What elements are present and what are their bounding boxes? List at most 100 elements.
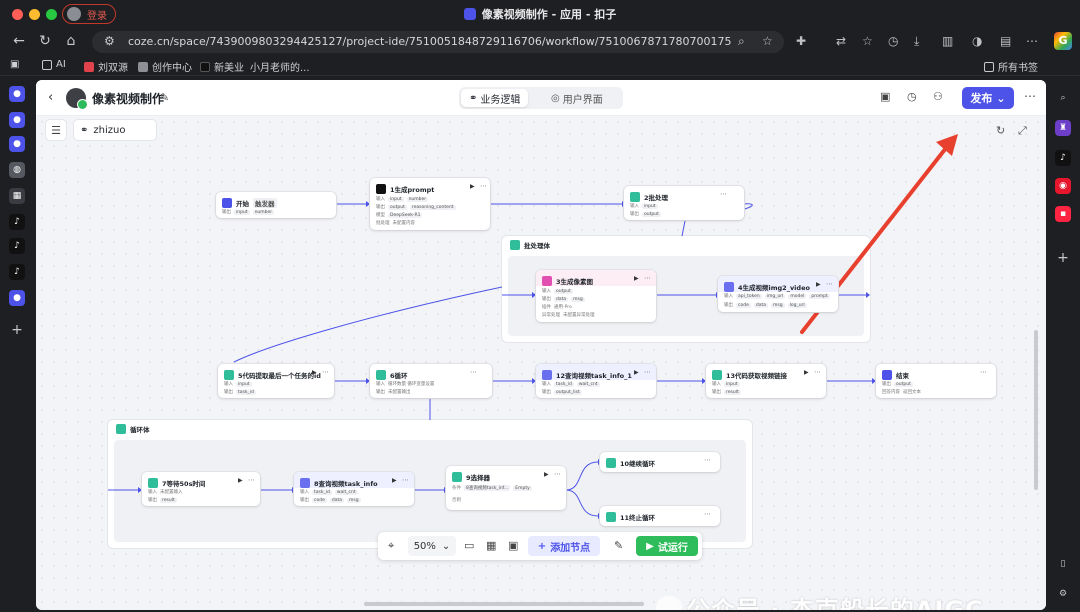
run-node-icon[interactable]: ▶ xyxy=(312,369,317,376)
zoom-select[interactable]: 50%⌄ xyxy=(408,536,456,556)
xiaohongshu-icon[interactable]: ▪ xyxy=(1055,206,1071,222)
all-bookmarks[interactable]: 所有书签 xyxy=(984,59,1038,74)
run-node-icon[interactable]: ▶ xyxy=(470,183,475,190)
calendar-icon[interactable]: ▦ xyxy=(9,188,25,204)
refresh-icon[interactable]: ↻ xyxy=(996,124,1006,137)
chess-icon[interactable]: ♜ xyxy=(1055,120,1071,136)
add-node-button[interactable]: +添加节点 xyxy=(528,536,600,556)
coze-tab-icon[interactable]: ● xyxy=(9,112,25,128)
bookmark-creator-center[interactable]: 创作中心 xyxy=(138,59,192,74)
menu-dots-icon[interactable]: ⋯ xyxy=(1026,34,1038,48)
fullscreen-icon[interactable]: ⤢ xyxy=(1018,124,1027,137)
node-menu-icon[interactable]: ⋯ xyxy=(704,456,711,464)
vertical-scrollbar[interactable] xyxy=(1034,330,1038,490)
bookmark-xiaoyue[interactable]: 小月老师的... xyxy=(250,59,310,74)
add-panel-icon[interactable]: + xyxy=(1057,250,1069,266)
node-continue-loop[interactable]: 10继续循环 ⋯ xyxy=(600,452,720,472)
bookmark-ai[interactable]: AI xyxy=(42,59,66,70)
tab-user-interface[interactable]: ◎用户界面 xyxy=(543,89,611,107)
comment-icon[interactable]: ▭ xyxy=(464,539,475,552)
more-options-icon[interactable]: ⋯ xyxy=(1024,89,1036,103)
sidebar-toggle-icon[interactable]: ▣ xyxy=(10,59,20,70)
translate-icon[interactable]: ⇄ xyxy=(836,34,847,48)
run-node-icon[interactable]: ▶ xyxy=(816,281,821,288)
node-menu-icon[interactable]: ⋯ xyxy=(814,368,821,376)
publish-button[interactable]: 发布⌄ xyxy=(962,87,1014,109)
address-bar[interactable]: ⚙ coze.cn/space/7439009803294425127/proj… xyxy=(92,31,784,53)
tab-business-logic[interactable]: ⚭业务逻辑 xyxy=(461,89,529,107)
run-node-icon[interactable]: ▶ xyxy=(392,477,397,484)
coze-tab-icon[interactable]: ● xyxy=(9,86,25,102)
url-text[interactable]: coze.cn/space/7439009803294425127/projec… xyxy=(128,35,732,48)
tiktok-live-icon[interactable]: ♪ xyxy=(9,264,25,280)
side-panel-icon[interactable]: ▯ xyxy=(1060,559,1066,569)
back-chevron-icon[interactable]: ‹ xyxy=(48,90,54,105)
auto-layout-icon[interactable]: ▦ xyxy=(486,539,497,552)
horizontal-scrollbar[interactable] xyxy=(364,602,644,606)
tiktok-icon[interactable]: ♪ xyxy=(9,238,25,254)
search-icon[interactable]: ⌕ xyxy=(1060,93,1066,103)
node-menu-icon[interactable]: ⋯ xyxy=(470,368,477,376)
wallet-icon[interactable]: ▤ xyxy=(1000,34,1012,48)
node-menu-icon[interactable]: ⋯ xyxy=(322,368,329,376)
site-settings-icon[interactable]: ⚙ xyxy=(104,34,115,48)
node-menu-icon[interactable]: ⋯ xyxy=(644,368,651,376)
archive-icon[interactable]: ▣ xyxy=(880,90,891,103)
minimap-icon[interactable]: ▣ xyxy=(508,539,519,552)
weibo-icon[interactable]: ◉ xyxy=(1055,178,1071,194)
add-tab-icon[interactable]: + xyxy=(11,322,23,338)
performance-icon[interactable]: ◑ xyxy=(972,34,983,48)
history-icon[interactable]: ◷ xyxy=(888,34,899,48)
edit-icon[interactable]: ✎ xyxy=(160,91,170,104)
test-run-button[interactable]: ▶试运行 xyxy=(636,536,698,556)
run-node-icon[interactable]: ▶ xyxy=(634,275,639,282)
node-menu-icon[interactable]: ⋯ xyxy=(704,510,711,518)
tiktok-icon[interactable]: ♪ xyxy=(1055,150,1071,166)
bookmark-star-icon[interactable]: ☆ xyxy=(762,34,773,48)
node-menu-icon[interactable]: ⋯ xyxy=(826,280,833,288)
history-clock-icon[interactable]: ◷ xyxy=(907,90,917,103)
mouse-mode-icon[interactable]: ⌖ xyxy=(388,539,395,552)
maximize-window-button[interactable] xyxy=(46,9,57,20)
settings-gear-icon[interactable]: ⚙ xyxy=(1058,589,1068,599)
node-menu-icon[interactable]: ⋯ xyxy=(644,274,651,282)
node-menu-icon[interactable]: ⋯ xyxy=(980,368,987,376)
google-icon[interactable]: G xyxy=(1054,32,1072,50)
favorites-icon[interactable]: ☆ xyxy=(862,34,873,48)
debug-tool-icon[interactable]: ✎ xyxy=(614,539,624,552)
reload-icon[interactable]: ↻ xyxy=(39,33,51,49)
node-menu-icon[interactable]: ⋯ xyxy=(480,182,487,190)
tiktok-icon[interactable]: ♪ xyxy=(9,214,25,230)
collapse-panel-icon[interactable]: ☰ xyxy=(46,120,66,140)
node-menu-icon[interactable]: ⋯ xyxy=(248,476,255,484)
node-menu-icon[interactable]: ⋯ xyxy=(402,476,409,484)
profile-login-button[interactable]: 登录 xyxy=(62,4,116,24)
run-node-icon[interactable]: ▶ xyxy=(238,477,243,484)
bookmark-xinmeiye[interactable]: 新美业 xyxy=(200,59,244,74)
coze-tab-icon[interactable]: ● xyxy=(9,136,25,152)
run-node-icon[interactable]: ▶ xyxy=(804,369,809,376)
run-node-icon[interactable]: ▶ xyxy=(634,369,639,376)
node-menu-icon[interactable]: ⋯ xyxy=(554,470,561,478)
home-icon[interactable]: ⌂ xyxy=(66,33,76,49)
minimize-window-button[interactable] xyxy=(29,9,40,20)
extensions-icon[interactable]: ✚ xyxy=(796,34,807,48)
zoom-icon[interactable]: ⌕ xyxy=(738,34,745,48)
bookmark-liushuangyuan[interactable]: 刘双源 xyxy=(84,59,128,74)
workflow-name-chip[interactable]: ⚭zhizuo xyxy=(74,120,156,140)
run-node-icon[interactable]: ▶ xyxy=(544,471,549,478)
node-loop[interactable]: 6循环 ⋯ 输入循环数量 循环变量设置 输出未配置输出 xyxy=(370,364,492,398)
node-stop-loop[interactable]: 11终止循环 ⋯ xyxy=(600,506,720,526)
split-view-icon[interactable]: ▥ xyxy=(942,34,954,48)
coze-tab-icon[interactable]: ● xyxy=(9,290,25,306)
